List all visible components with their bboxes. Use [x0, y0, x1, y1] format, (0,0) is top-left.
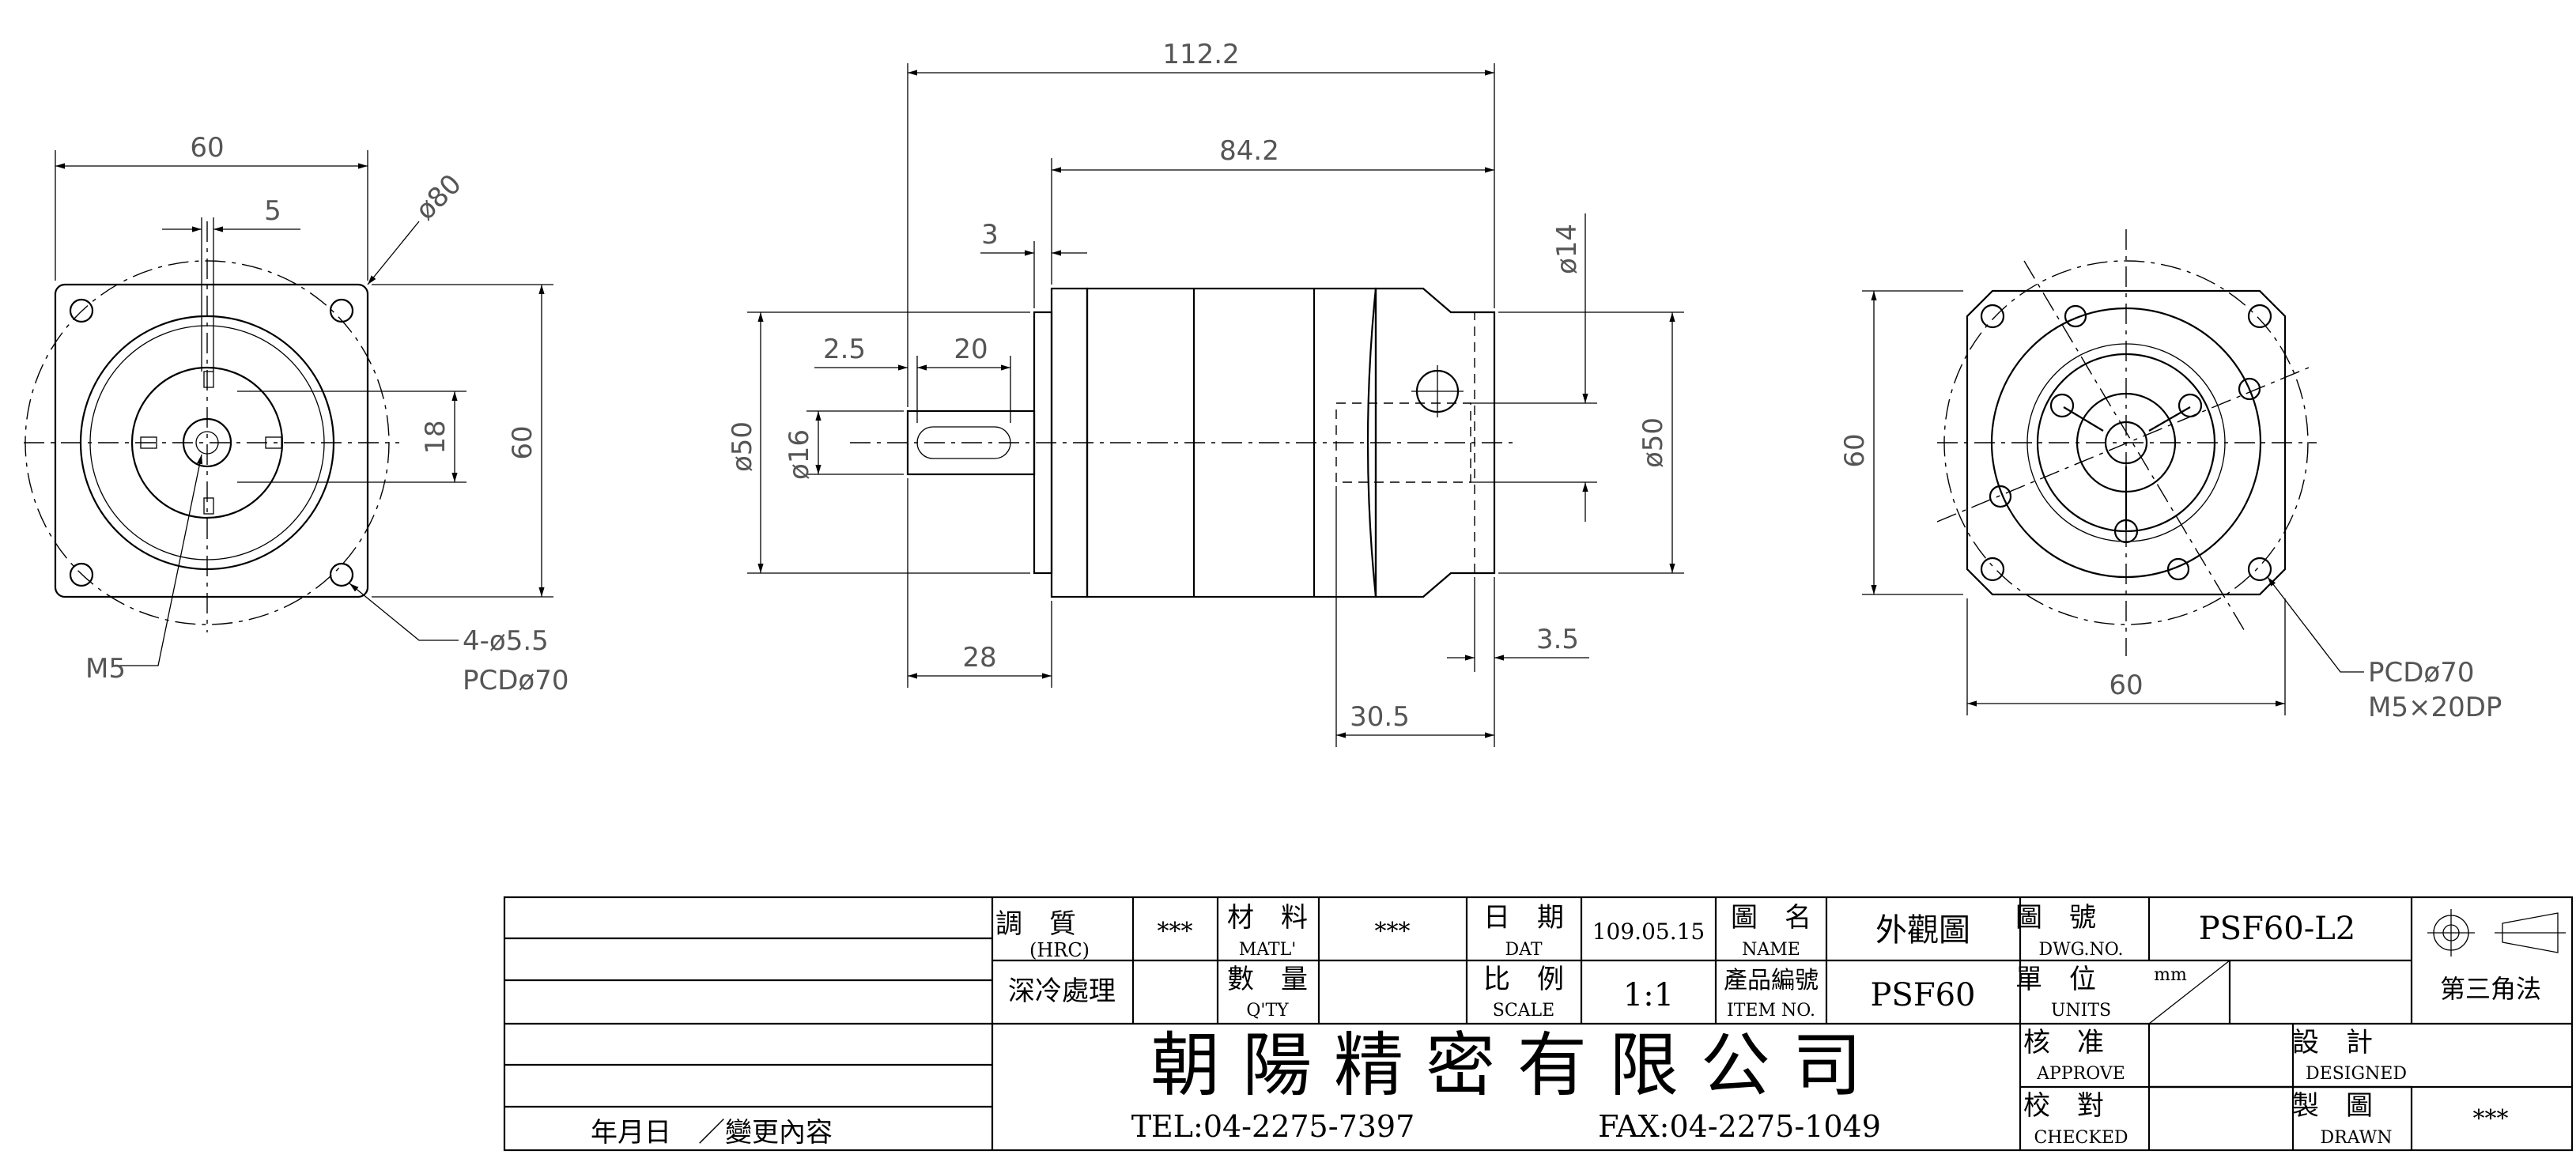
designed-label: 設 計 [2292, 1027, 2373, 1058]
hardness-sub: (HRC) [1029, 939, 1090, 961]
dim-body-length: 84.2 [1219, 135, 1279, 167]
drawn-sub: DRAWN [2320, 1128, 2392, 1148]
rear-tap-left [1989, 485, 2012, 508]
material-value: *** [1375, 918, 1411, 945]
date-sub: DAT [1505, 940, 1543, 960]
dim-total-length: 112.2 [1162, 39, 1239, 70]
dim-front-height: 60 [507, 425, 538, 459]
drawn-value: *** [2473, 1105, 2509, 1133]
item-sub: ITEM NO. [1727, 1001, 1815, 1021]
dim-flange-dia: ø80 [410, 168, 468, 227]
label-rear-pcd: PCDø70 [2368, 657, 2475, 689]
front-pilot-circle [130, 366, 284, 519]
drawn-label: 製 圖 [2292, 1090, 2373, 1122]
units-label: 單 位 [2015, 964, 2096, 995]
name-sub: NAME [1742, 940, 1800, 960]
rear-view: 60 60 PCDø70 M5×20DP [1839, 229, 2502, 723]
dim-key-width: 5 [264, 195, 281, 227]
dwg-label: 圖 號 [2015, 902, 2096, 934]
rear-tap-right [2238, 377, 2261, 401]
side-view: 112.2 84.2 3 2.5 20 ø50 ø16 28 ø14 ø50 [727, 39, 1684, 747]
treatment-text: 深冷處理 [1008, 975, 1116, 1007]
side-rear-housing [1374, 287, 1496, 598]
title-block: 年月日 ／變更內容 調 質 (HRC) *** 材 料 MATL' *** 日 … [503, 896, 2574, 1152]
scale-value: 1:1 [1623, 977, 1674, 1013]
dim-front-width: 60 [190, 132, 224, 164]
dim-shaft-height: 18 [420, 420, 451, 454]
approve-sub: APPROVE [2036, 1064, 2125, 1084]
hardness-label: 調 質 [995, 908, 1076, 940]
item-label: 產品編號 [1724, 967, 1819, 994]
label-front-pcd: PCDø70 [463, 665, 569, 696]
rear-tap-bottom [2166, 557, 2190, 581]
revision-label: 年月日 ／變更內容 [591, 1117, 833, 1149]
dim-key-offset: 2.5 [823, 334, 866, 365]
scale-label: 比 例 [1483, 964, 1564, 995]
dim-pilot-dia: ø50 [727, 421, 758, 472]
front-flange-square [54, 283, 369, 598]
front-view: 60 60 18 5 ø80 M5 4-ø5.5 PCDø70 [24, 132, 569, 696]
front-hole-bl [69, 562, 94, 587]
qty-sub: Q'TY [1246, 1001, 1289, 1021]
date-label: 日 期 [1483, 902, 1564, 934]
approve-label: 核 准 [2023, 1027, 2104, 1058]
rear-flange-square [1966, 289, 2287, 596]
dim-rear-dia: ø50 [1637, 417, 1669, 468]
dim-shaft-length: 28 [962, 642, 996, 674]
dim-rear-depth: 30.5 [1350, 701, 1410, 733]
rear-tap-top [2064, 304, 2087, 328]
projection-text: 第三角法 [2440, 974, 2541, 1004]
designed-sub: DESIGNED [2306, 1064, 2407, 1084]
label-holes: 4-ø5.5 [463, 625, 549, 657]
hardness-value: *** [1158, 918, 1193, 945]
dim-key-length: 20 [954, 334, 988, 365]
checked-label: 校 對 [2023, 1090, 2104, 1122]
dwg-sub: DWG.NO. [2038, 940, 2123, 960]
dim-bore-dia: ø14 [1551, 224, 1583, 274]
company-fax: FAX:04-2275-1049 [1598, 1109, 1881, 1144]
front-hole-br [329, 562, 354, 587]
dim-rear-width: 60 [2109, 670, 2143, 701]
front-hole-tl [69, 298, 94, 323]
item-value: PSF60 [1871, 977, 1976, 1013]
dim-shaft-dia: ø16 [784, 429, 815, 480]
dim-rear-height: 60 [1839, 433, 1871, 467]
name-label: 圖 名 [1731, 902, 1811, 934]
company-name: 朝 陽 精 密 有 限 公 司 [1150, 1024, 1862, 1106]
dim-flange-thk: 3 [981, 219, 999, 251]
dwg-value: PSF60-L2 [2199, 911, 2356, 947]
units-value: mm [2154, 965, 2187, 985]
material-sub: MATL' [1239, 940, 1297, 960]
scale-sub: SCALE [1493, 1001, 1554, 1021]
qty-label: 數 量 [1227, 964, 1308, 995]
date-value: 109.05.15 [1592, 919, 1705, 945]
name-value: 外觀圖 [1875, 912, 1970, 949]
third-angle-projection-icon [2427, 909, 2566, 957]
company-tel: TEL:04-2275-7397 [1131, 1109, 1415, 1144]
dim-rear-step: 3.5 [1536, 624, 1579, 655]
units-sub: UNITS [2051, 1001, 2111, 1021]
front-hole-tr [329, 298, 354, 323]
checked-sub: CHECKED [2034, 1128, 2128, 1148]
material-label: 材 料 [1227, 902, 1308, 934]
label-rear-thread: M5×20DP [2368, 692, 2502, 723]
label-screw: M5 [85, 653, 126, 685]
